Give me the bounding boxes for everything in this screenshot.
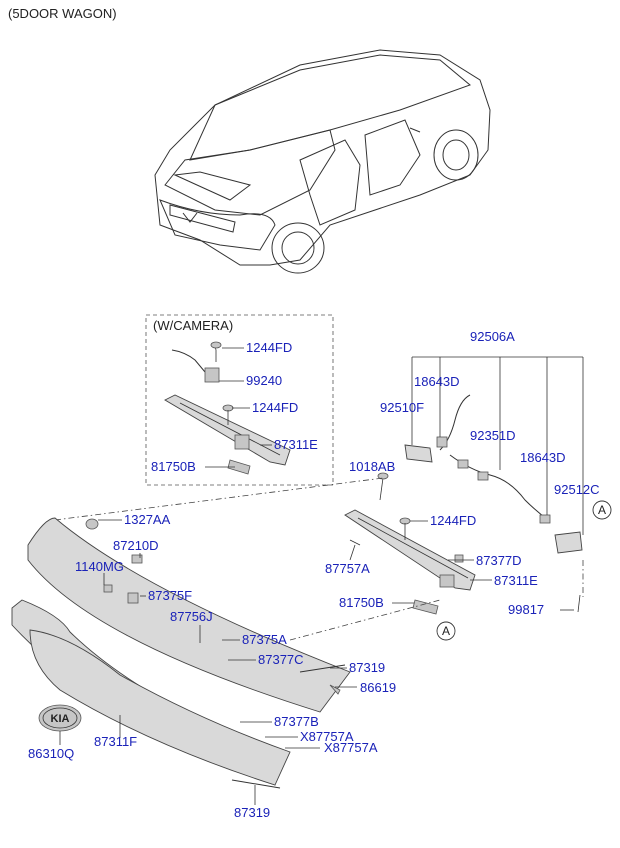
camera-group-box	[145, 314, 334, 486]
callout-92512C: 92512C	[554, 482, 600, 497]
callout-92351D: 92351D	[470, 428, 516, 443]
92506A-leader-tree	[411, 356, 584, 535]
callout-1244FD-c: 1244FD	[430, 513, 476, 528]
callout-1244FD-a: 1244FD	[246, 340, 292, 355]
callout-1244FD-b: 1244FD	[252, 400, 298, 415]
car-illustration	[154, 49, 491, 274]
callout-87311E-a: 87311E	[274, 437, 318, 452]
wiring-harness	[377, 394, 583, 554]
callout-1140MG: 1140MG	[75, 559, 124, 574]
callout-99817: 99817	[508, 602, 544, 617]
svg-text:A: A	[598, 503, 606, 517]
callout-X87757A-a: X87757A	[300, 729, 354, 744]
callout-92506A: 92506A	[470, 329, 515, 344]
callout-92510F: 92510F	[380, 400, 424, 415]
callout-87375F: 87375F	[148, 588, 192, 603]
callout-87757A: 87757A	[325, 561, 370, 576]
garnish-panel-87311F	[29, 629, 291, 786]
callout-87311F: 87311F	[94, 734, 137, 749]
camera-99240	[204, 367, 220, 383]
ref-marker-a-upper: A	[592, 500, 612, 520]
tailgate-garnish: KIA	[11, 517, 351, 789]
callout-87756J: 87756J	[170, 609, 213, 624]
callout-87377D: 87377D	[476, 553, 522, 568]
camera-group-parts	[164, 341, 291, 475]
callout-18643D-a: 18643D	[414, 374, 460, 389]
diagram-title: (5DOOR WAGON)	[8, 6, 117, 21]
callout-86310Q: 86310Q	[28, 746, 74, 761]
callout-81750B-a: 81750B	[151, 459, 196, 474]
callout-87377C: 87377C	[258, 652, 304, 667]
callout-87311E-b: 87311E	[494, 573, 538, 588]
callout-86619: 86619	[360, 680, 396, 695]
callout-87210D: 87210D	[113, 538, 159, 553]
garnish-bracket-lower	[344, 509, 581, 615]
callout-81750B-b: 81750B	[339, 595, 384, 610]
callout-labels: 1244FD 99240 1244FD 87311E 81750B 92506A…	[28, 329, 600, 820]
callout-1018AB: 1018AB	[349, 459, 395, 474]
callout-1327AA: 1327AA	[124, 512, 171, 527]
camera-group-title: (W/CAMERA)	[153, 318, 234, 333]
garnish-upper-strip	[27, 517, 351, 713]
callout-18643D-b: 18643D	[520, 450, 566, 465]
garnish-bracket-upper	[164, 394, 291, 466]
callout-87377B: 87377B	[274, 714, 319, 729]
callout-87375A: 87375A	[242, 632, 287, 647]
ref-marker-a-lower: A	[436, 621, 456, 641]
kia-emblem-text: KIA	[51, 713, 70, 725]
svg-text:A: A	[442, 624, 450, 638]
callout-87319-b: 87319	[234, 805, 270, 820]
callout-leaders	[59, 347, 574, 805]
callout-87319-a: 87319	[349, 660, 385, 675]
callout-99240: 99240	[246, 373, 282, 388]
callout-X87757A-b: X87757A	[324, 740, 378, 755]
